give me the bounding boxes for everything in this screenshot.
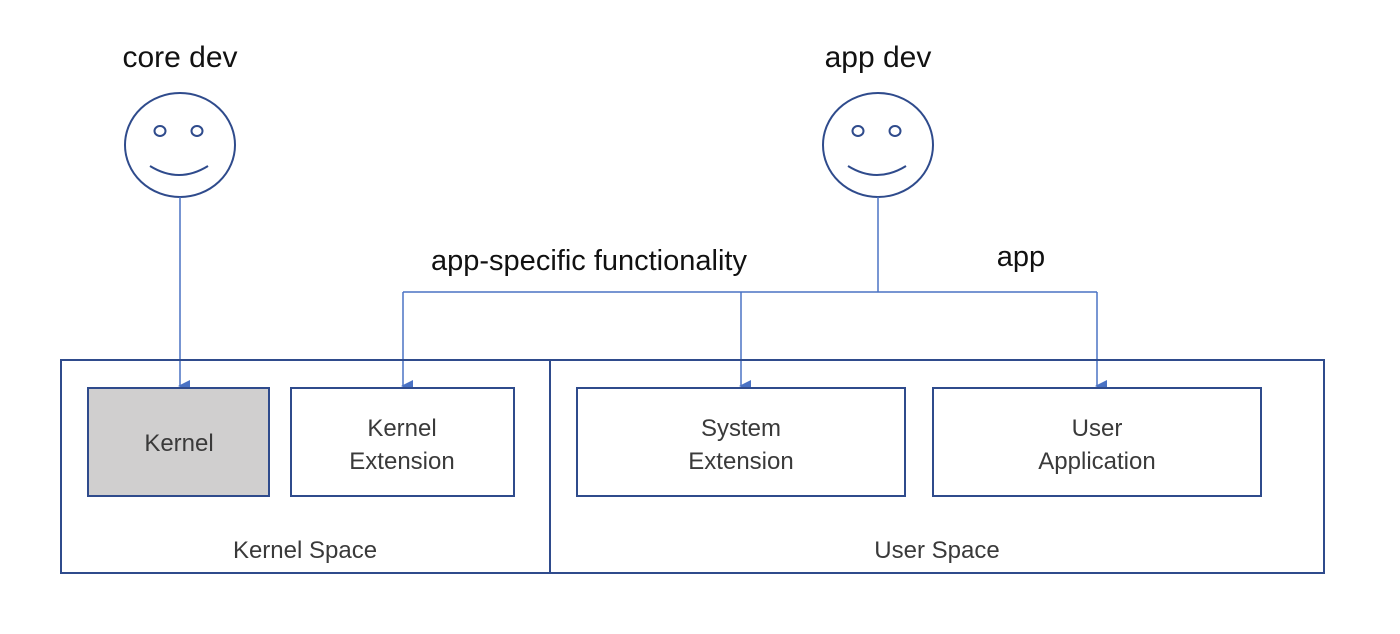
connectors: [178, 197, 1107, 392]
system-extension-label-line-1: System: [701, 415, 781, 442]
user-space-label: User Space: [874, 537, 999, 564]
app-dev-actor: app dev: [822, 41, 934, 198]
user-application-label-line-2: Application: [1038, 448, 1155, 475]
kernel-box-label: Kernel: [144, 430, 213, 457]
user-space: User Space: [549, 359, 1325, 574]
kernel-space-label: Kernel Space: [233, 537, 377, 564]
system-extension-box: System Extension: [576, 387, 906, 497]
user-application-label-line-1: User: [1072, 415, 1123, 442]
app-specific-functionality-label: app-specific functionality: [431, 245, 747, 277]
kernel-box: Kernel: [87, 387, 270, 497]
smiley-icon: [822, 92, 934, 198]
kernel-extension-label-line-1: Kernel: [367, 415, 436, 442]
core-dev-label: core dev: [122, 41, 237, 74]
app-dev-label: app dev: [825, 41, 932, 74]
system-extension-label-line-2: Extension: [688, 448, 793, 475]
kernel-extension-label-line-2: Extension: [349, 448, 454, 475]
app-label: app: [997, 241, 1045, 273]
smiley-icon: [124, 92, 236, 198]
user-application-box: User Application: [932, 387, 1262, 497]
core-dev-actor: core dev: [122, 41, 238, 198]
kernel-extension-box: Kernel Extension: [290, 387, 515, 497]
